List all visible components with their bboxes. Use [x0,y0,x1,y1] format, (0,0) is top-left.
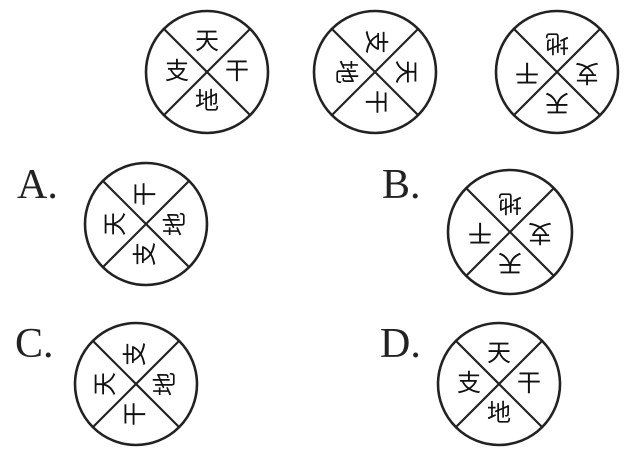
sequence-wheel-1: 天 干 地 支 [144,9,270,135]
option-a[interactable]: A. 干 地 支 天 [17,161,209,287]
wheel-char-bottom: 干 [362,90,390,114]
wheel-char-top: 干 [131,182,159,206]
wheel-divider [465,187,555,277]
option-wheel[interactable]: 天 干 地 支 [436,321,562,447]
wheel-char-left: 地 [332,60,360,84]
wheel-char-top: 天 [487,339,511,367]
option-wheel[interactable]: 干 地 支 天 [83,161,209,287]
wheel-divider [331,28,419,116]
wheel-char-left: 支 [457,369,481,397]
wheel-char-top: 支 [362,30,390,54]
wheel-divider [455,340,543,428]
option-label: C. [15,321,54,367]
option-b[interactable]: B. 地 支 天 干 [382,162,574,296]
wheel-divider [163,28,251,116]
wheel-char-bottom: 支 [131,242,159,266]
wheel-char-left: 干 [468,219,492,247]
wheel-char-right: 支 [575,59,599,87]
wheel-char-right: 地 [161,212,189,236]
wheel-char-right: 天 [392,60,420,84]
wheel-char-right: 支 [528,219,552,247]
wheel-char-right: 地 [151,372,179,396]
wheel-char-left: 天 [91,372,119,396]
wheel-char-bottom: 地 [195,87,219,115]
wheel-char-bottom: 天 [545,89,569,117]
wheel-divider [92,340,180,428]
sequence-wheel-2: 支 天 干 地 [312,9,438,135]
wheel-char-bottom: 干 [121,402,149,426]
wheel-char-top: 地 [545,29,569,57]
option-wheel[interactable]: 地 支 天 干 [446,168,574,296]
option-wheel[interactable]: 支 地 干 天 [73,321,199,447]
wheel-char-bottom: 地 [487,399,511,427]
option-c[interactable]: C. 支 地 干 天 [15,321,199,447]
wheel-divider [513,28,601,116]
question-sequence: 天 干 地 支 支 天 干 地 地 支 天 干 [144,9,620,135]
wheel-char-right: 干 [517,369,541,397]
option-label: A. [17,162,58,208]
option-label: B. [382,162,421,208]
option-label: D. [380,321,421,367]
wheel-char-left: 干 [515,59,539,87]
sequence-wheel-3: 地 支 天 干 [494,9,620,135]
wheel-char-top: 天 [195,27,219,55]
wheel-char-top: 地 [498,189,522,217]
wheel-char-left: 支 [165,57,189,85]
wheel-divider [102,180,190,268]
wheel-char-top: 支 [121,342,149,366]
wheel-char-left: 天 [101,212,129,236]
option-d[interactable]: D. 天 干 地 支 [380,321,562,447]
wheel-char-right: 干 [225,57,249,85]
wheel-char-bottom: 天 [498,249,522,277]
